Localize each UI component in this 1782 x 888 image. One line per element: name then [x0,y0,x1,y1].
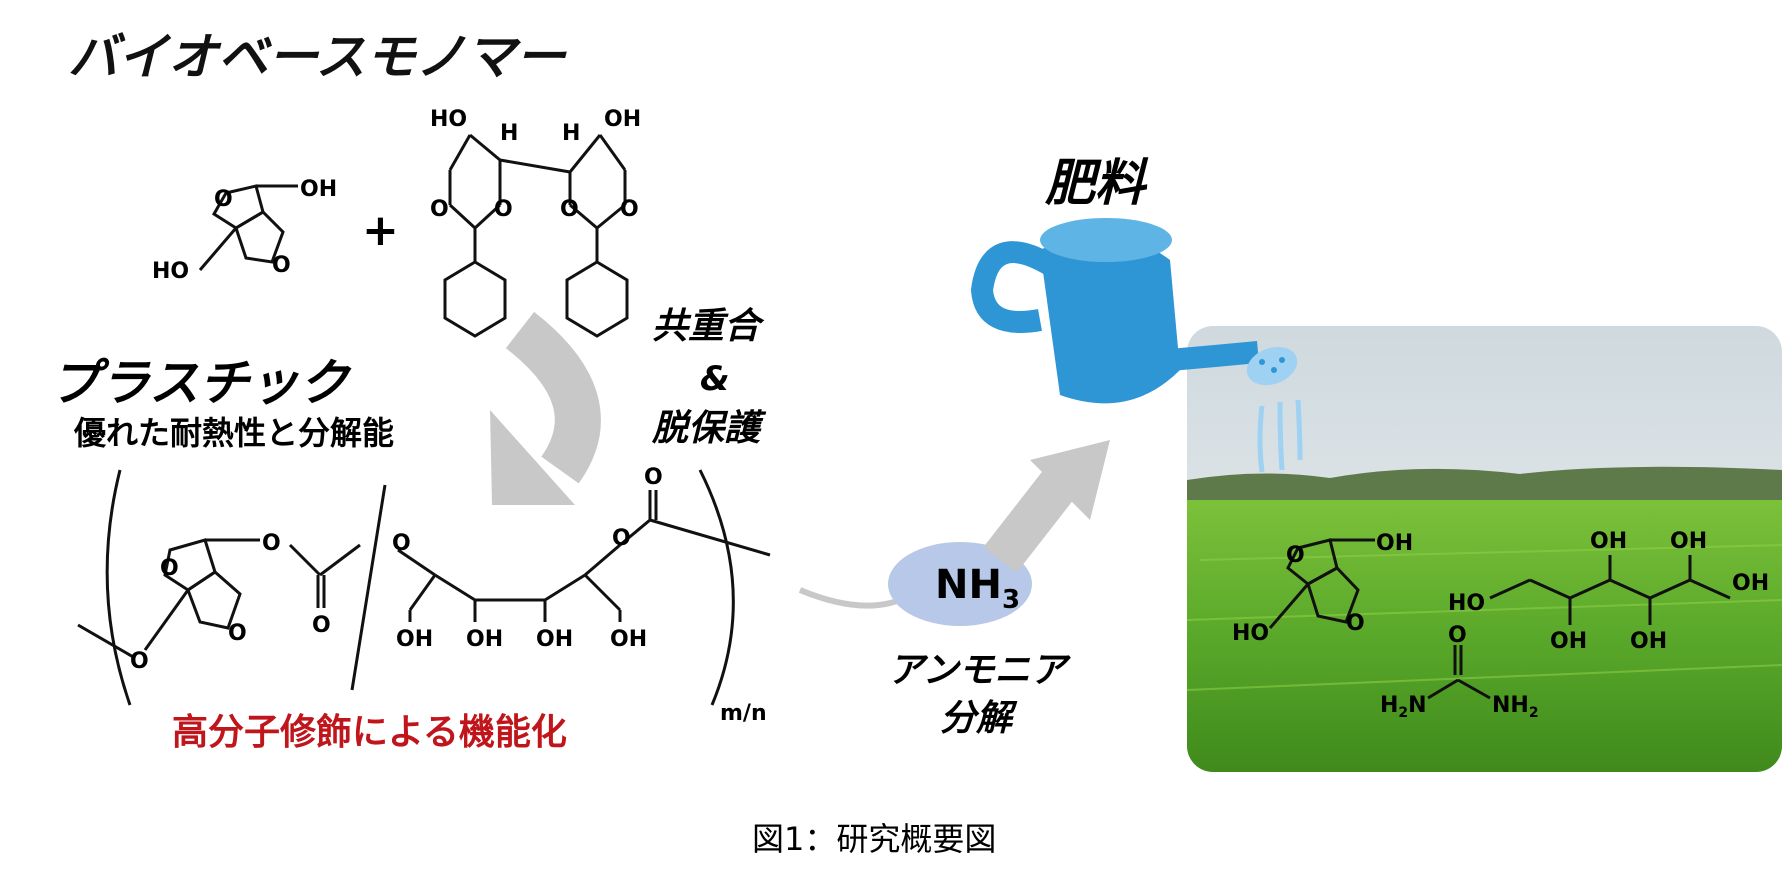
sugar-oh-right: OH [604,107,641,132]
isosorbide-structure [198,184,298,271]
ammonia-decomposition-label-2: 分解 [940,698,1018,739]
plus-sign: + [362,205,399,256]
field-iso-ho: HO [1232,621,1269,646]
fertilizer-arrowhead [1030,440,1110,520]
urea-nh2-left-n: N [1408,693,1426,718]
polymer-o-carbonyl-2: O [644,465,663,490]
rice-field-photo [1187,326,1782,772]
sugar-o-1: O [430,197,449,222]
sugar-ho-left: HO [430,107,467,132]
sorbitol-ho: HO [1448,591,1485,616]
field-iso-o-2: O [1346,611,1365,636]
urea-nh2-right: NH2 [1492,693,1539,721]
polymer-oh-1: OH [396,627,433,652]
copolymerization-label: 共重合 [652,306,765,347]
ammonia-formula: NH3 [935,562,1020,615]
polymerization-arrowhead [490,410,575,505]
polymerization-arrow [505,311,601,484]
urea-o: O [1448,623,1467,648]
deprotection-label: 脱保護 [651,408,767,449]
isosorbide-ho: HO [152,259,189,284]
figure-caption: 図1：研究概要図 [752,820,996,858]
monomer-title: バイオベースモノマー [68,28,567,86]
field-sorbitol [1489,555,1731,625]
copolymerization-ampersand: & [700,359,730,399]
sorbitol-oh-bottom-1: OH [1550,629,1587,654]
ammonia-formula-sub: 3 [1002,585,1020,615]
protected-sugar-structure [443,133,629,338]
polymer-o-carbonyl: O [312,613,331,638]
sugar-o-4: O [620,197,639,222]
fertilizer-label: 肥料 [1045,154,1149,212]
repeat-unit-label: m/n [720,701,767,726]
modification-label: 高分子修飾による機能化 [172,712,567,753]
sugar-h-left: H [500,121,518,146]
polymer-o-3: O [262,531,281,556]
sugar-o-3: O [560,197,579,222]
watering-can-icon [970,218,1303,473]
polymer-structure [77,469,771,706]
polymer-o-4: O [130,649,149,674]
plastic-feature: 優れた耐熱性と分解能 [73,414,394,452]
urea-nh2-left-sub: 2 [1398,705,1408,721]
urea-nh2-left: H2N [1380,693,1427,721]
sorbitol-oh-top-1: OH [1590,529,1627,554]
decomposition-stream [798,587,902,609]
polymer-oh-2: OH [466,627,503,652]
sorbitol-oh-bottom-2: OH [1630,629,1667,654]
ammonia-ellipse [888,542,1032,626]
urea-nh2-right-nh: NH [1492,693,1529,718]
field-iso-o-1: O [1286,543,1305,568]
polymer-oh-4: OH [610,627,647,652]
polymer-o-6: O [612,526,631,551]
polymer-o-5: O [392,531,411,556]
ammonia-decomposition-label: アンモニア [888,650,1072,691]
polymer-oh-3: OH [536,627,573,652]
isosorbide-o-top: O [214,187,233,212]
isosorbide-oh: OH [300,177,337,202]
field-iso-oh: OH [1376,531,1413,556]
field-urea [1427,645,1491,700]
sorbitol-oh-top-2: OH [1670,529,1707,554]
polymer-o-1: O [160,556,179,581]
field-isosorbide [1268,538,1375,629]
plastic-title: プラスチック [50,354,352,412]
isosorbide-o-bottom: O [272,253,291,278]
sorbitol-oh-end: OH [1732,571,1769,596]
sugar-h-right: H [562,121,580,146]
ammonia-formula-nh: NH [935,562,1002,608]
urea-nh2-right-sub: 2 [1529,705,1539,721]
sugar-o-2: O [494,197,513,222]
polymer-o-2: O [228,621,247,646]
urea-nh2-left-h: H [1380,693,1398,718]
